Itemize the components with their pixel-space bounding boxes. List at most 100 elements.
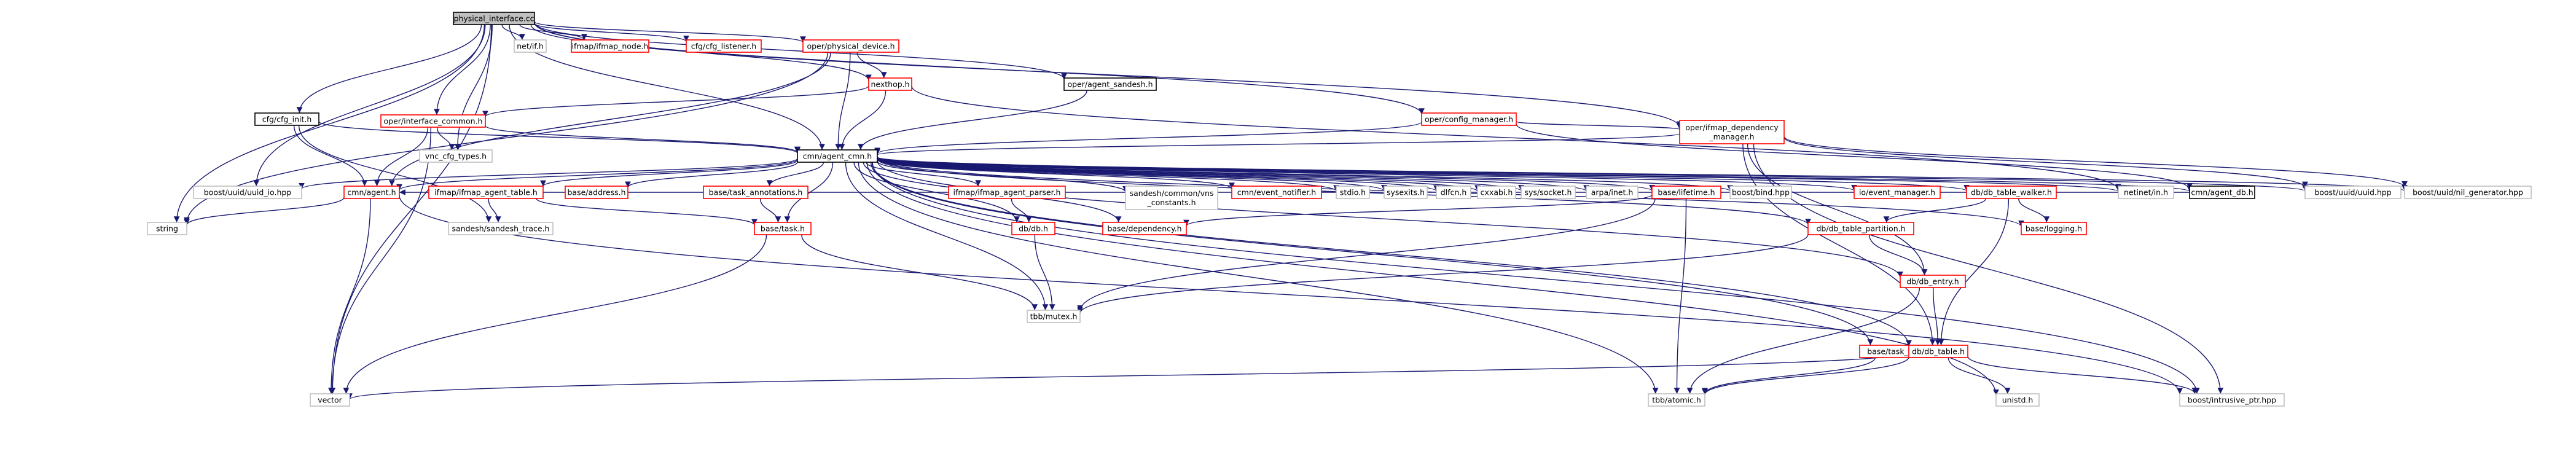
node-box bbox=[1966, 186, 2057, 199]
edge-iface_common-to-agent_cmn bbox=[485, 125, 801, 154]
node-box bbox=[1421, 112, 1517, 126]
node-iface_common[interactable]: oper/interface_common.h bbox=[380, 114, 486, 128]
node-phys_dev[interactable]: oper/physical_device.h bbox=[802, 39, 899, 53]
node-base_address[interactable]: base/address.h bbox=[565, 186, 628, 199]
node-cfg_listener[interactable]: cfg/cfg_listener.h bbox=[686, 39, 762, 53]
node-task_annotations[interactable]: base/task_annotations.h bbox=[703, 186, 808, 199]
node-box bbox=[1336, 186, 1370, 199]
edge-lifetime-to-base_dependency bbox=[1183, 194, 1653, 227]
node-label: sysexits.h bbox=[1387, 188, 1425, 197]
node-box bbox=[1729, 186, 1792, 199]
edge-phys_dev-to-cmn_agent bbox=[388, 52, 831, 187]
node-base_dependency[interactable]: base/dependency.h bbox=[1102, 222, 1187, 235]
edge-agent_cmn-to-boost_bind bbox=[877, 157, 1733, 192]
node-box bbox=[1436, 186, 1471, 199]
node-box bbox=[1477, 186, 1516, 199]
edge-db_table_partition-to-tbb_mutex bbox=[1077, 234, 1809, 314]
node-label: oper/interface_common.h bbox=[384, 117, 483, 126]
node-box bbox=[1063, 77, 1157, 91]
node-label: sys/socket.h bbox=[1525, 188, 1572, 197]
edge-agent_cmn-to-db_table_walker bbox=[877, 157, 1970, 192]
node-label: cmn/agent.h bbox=[347, 188, 396, 197]
node-label: db/db_table_partition.h bbox=[1816, 224, 1905, 233]
edge-agent_cmn-to-ifmap_agent_table bbox=[540, 160, 798, 187]
node-box bbox=[754, 222, 812, 235]
node-agent_cmn[interactable]: cmn/agent_cmn.h bbox=[797, 149, 878, 163]
node-cmn_agent[interactable]: cmn/agent.h bbox=[343, 186, 400, 199]
edge-ifmap_dep_mgr-to-db_table bbox=[1742, 143, 1936, 346]
node-unistd: unistd.h bbox=[1995, 393, 2040, 407]
edge-root-to-uuid_io bbox=[253, 24, 486, 187]
node-db_entry[interactable]: db/db_entry.h bbox=[1900, 275, 1966, 288]
edge-root-to-agent_sandesh bbox=[534, 22, 1067, 80]
node-db_table[interactable]: db/db_table.h bbox=[1908, 345, 1968, 358]
edge-cfg_init-to-agent_cmn bbox=[318, 120, 801, 154]
node-cxxabi: cxxabi.h bbox=[1477, 186, 1516, 199]
node-label: string bbox=[156, 224, 178, 233]
node-event_notifier[interactable]: cmn/event_notifier.h bbox=[1231, 186, 1322, 199]
edge-root-to-ifmap_dep_mgr bbox=[534, 22, 1683, 128]
node-label: tbb/mutex.h bbox=[1030, 312, 1078, 321]
edge-base_task-to-vector bbox=[343, 234, 767, 394]
node-box bbox=[1384, 186, 1428, 199]
node-event_manager[interactable]: io/event_manager.h bbox=[1854, 186, 1941, 199]
edge-agent_cmn-to-stdio bbox=[877, 158, 1339, 192]
node-box bbox=[1125, 186, 1218, 210]
node-box bbox=[193, 186, 302, 199]
node-base_task[interactable]: base/task.h bbox=[754, 222, 812, 235]
node-label: _constants.h bbox=[1147, 198, 1196, 207]
edge-agent_cmn-to-event_notifier bbox=[877, 159, 1235, 189]
node-label: boost/bind.hpp bbox=[1732, 188, 1790, 197]
edge-db_h-to-tbb_mutex bbox=[1034, 234, 1055, 311]
edge-agent_cmn-to-base_address bbox=[625, 162, 798, 188]
node-label: cmn/event_notifier.h bbox=[1237, 188, 1316, 197]
node-agent_db[interactable]: cmn/agent_db.h bbox=[2189, 186, 2255, 199]
edge-root-to-cfg_init bbox=[296, 24, 482, 114]
node-label: base/lifetime.h bbox=[1658, 188, 1715, 197]
node-nexthop[interactable]: nexthop.h bbox=[868, 77, 912, 91]
node-label: net/if.h bbox=[517, 42, 544, 51]
edge-cmn_agent-to-vector bbox=[328, 198, 371, 394]
node-config_mgr[interactable]: oper/config_manager.h bbox=[1421, 112, 1517, 126]
node-root[interactable]: physical_interface.cc bbox=[453, 12, 535, 25]
edge-db_table_walker-to-db_table bbox=[1938, 198, 2010, 346]
node-ifmap_agent_table[interactable]: ifmap/ifmap_agent_table.h bbox=[428, 186, 544, 199]
edge-phys_dev-to-agent_cmn bbox=[835, 52, 851, 151]
edge-db_table-to-tbb_atomic bbox=[1702, 356, 1909, 395]
edge-db_table_walker-to-db_table_partition bbox=[1883, 198, 1987, 223]
edge-base_task-to-tbb_mutex bbox=[801, 234, 1038, 311]
node-box bbox=[343, 186, 400, 199]
node-cfg_init[interactable]: cfg/cfg_init.h bbox=[254, 112, 319, 126]
node-nil_generator: boost/uuid/nil_generator.hpp bbox=[2404, 186, 2532, 199]
node-sys_socket: sys/socket.h bbox=[1521, 186, 1576, 199]
node-ifmap_agent_parser[interactable]: ifmap/ifmap_agent_parser.h bbox=[948, 186, 1066, 199]
node-ifmap_node[interactable]: ifmap/ifmap_node.h bbox=[571, 39, 649, 53]
node-boost_uuid: boost/uuid/uuid.hpp bbox=[2304, 186, 2402, 199]
node-stdio: stdio.h bbox=[1336, 186, 1370, 199]
node-box bbox=[797, 149, 878, 163]
node-box bbox=[2118, 186, 2174, 199]
node-db_h[interactable]: db/db.h bbox=[1011, 222, 1055, 235]
node-db_table_partition[interactable]: db/db_table_partition.h bbox=[1807, 222, 1914, 235]
node-box bbox=[1521, 186, 1576, 199]
node-base_logging[interactable]: base/logging.h bbox=[2021, 222, 2087, 235]
node-box bbox=[2021, 222, 2087, 235]
edge-db_table_walker-to-base_logging bbox=[2018, 198, 2050, 223]
node-ifmap_dep_mgr[interactable]: oper/ifmap_dependency_manager.h bbox=[1679, 120, 1785, 144]
edge-agent_cmn-to-event_manager bbox=[877, 157, 1857, 192]
node-label: base/task.h bbox=[761, 224, 805, 233]
node-box bbox=[380, 114, 486, 128]
edge-phys_dev-to-nexthop bbox=[856, 52, 887, 79]
node-box bbox=[2189, 186, 2255, 199]
node-db_table_walker[interactable]: db/db_table_walker.h bbox=[1966, 186, 2057, 199]
node-string: string bbox=[147, 222, 187, 235]
edge-ifmap_agent_parser-to-db_h bbox=[1011, 198, 1032, 223]
node-label: base/logging.h bbox=[2026, 224, 2082, 233]
node-box bbox=[1807, 222, 1914, 235]
edge-iface_common-to-cmn_agent bbox=[374, 127, 429, 187]
node-agent_sandesh[interactable]: oper/agent_sandesh.h bbox=[1063, 77, 1157, 91]
node-lifetime[interactable]: base/lifetime.h bbox=[1651, 186, 1721, 199]
node-label: oper/config_manager.h bbox=[1425, 115, 1513, 124]
node-box bbox=[147, 222, 187, 235]
